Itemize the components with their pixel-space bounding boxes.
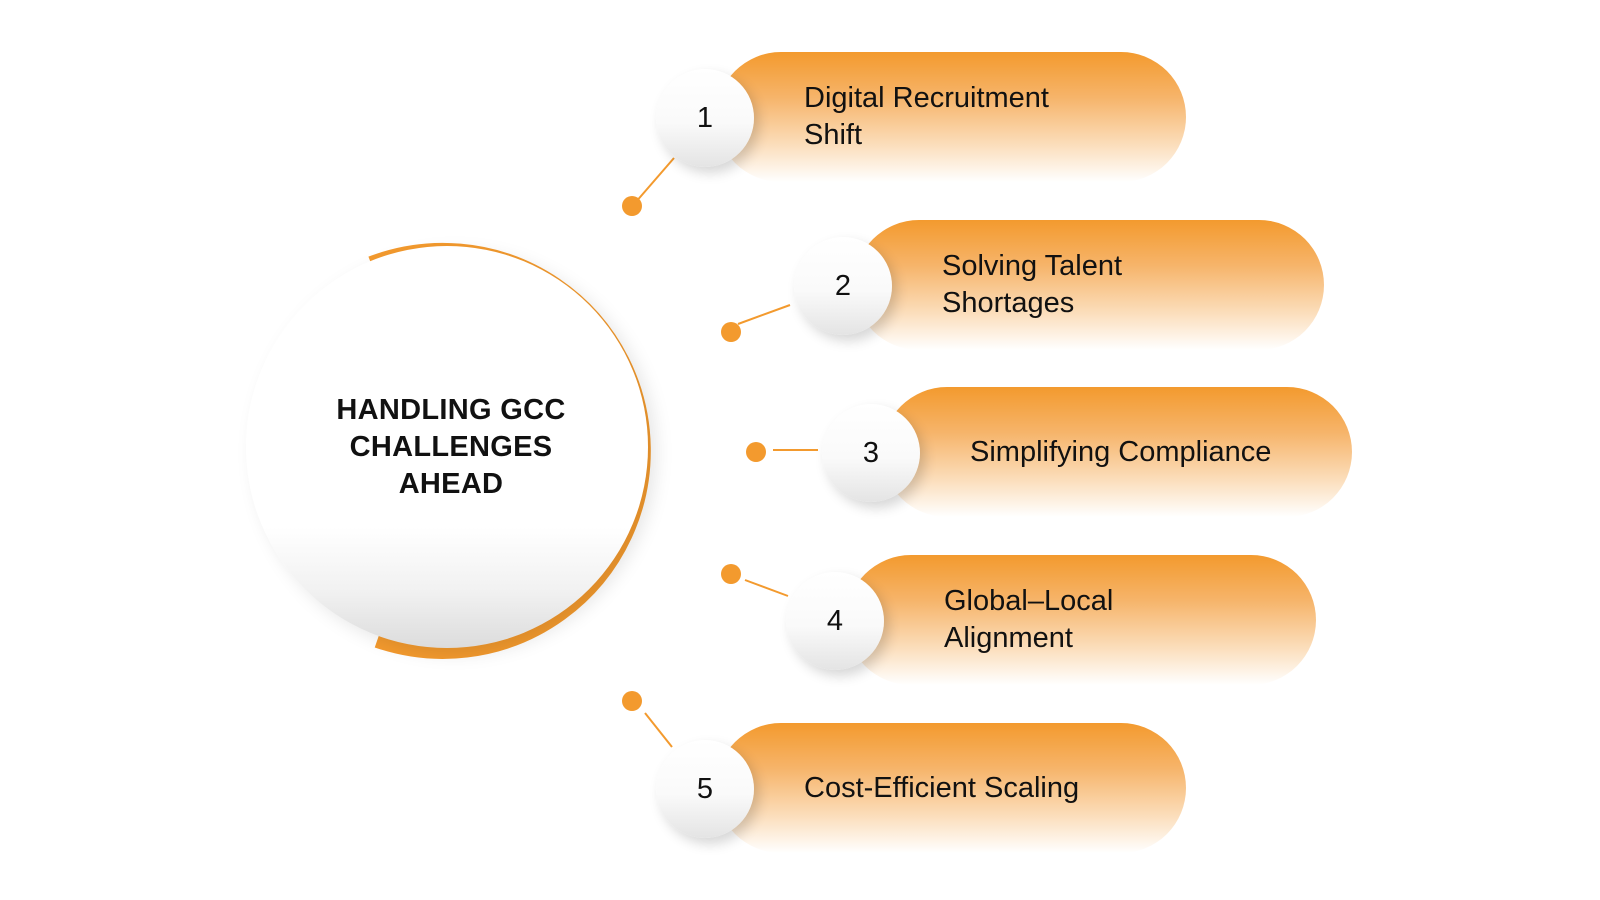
challenge-label-4: Global–Local Alignment <box>944 585 1114 654</box>
connector-dot-2 <box>721 322 741 342</box>
challenge-number-badge-5: 5 <box>656 740 754 838</box>
challenge-pill-5 <box>716 723 1186 853</box>
challenge-number-badge-3: 3 <box>822 404 920 502</box>
challenge-label-3: Simplifying Compliance <box>970 435 1272 468</box>
connector-dot-1 <box>622 196 642 216</box>
connector-dot-4 <box>721 564 741 584</box>
connector-line-5 <box>644 712 673 748</box>
challenge-pill-4 <box>846 555 1316 685</box>
challenge-label-2: Solving Talent Shortages <box>942 250 1123 319</box>
connector-dot-5 <box>622 691 642 711</box>
challenge-number-badge-4: 4 <box>786 572 884 670</box>
challenge-item-5: 5 Cost-Efficient Scaling <box>656 723 1186 853</box>
challenge-pill-1 <box>716 52 1186 182</box>
challenge-pill-2 <box>854 220 1324 350</box>
challenge-number-badge-1: 1 <box>656 69 754 167</box>
challenge-pill-3 <box>882 387 1352 517</box>
challenge-item-2: 2 Solving Talent Shortages <box>794 220 1324 350</box>
challenge-item-4: 4 Global–Local Alignment <box>786 555 1316 685</box>
challenge-number-badge-2: 2 <box>794 237 892 335</box>
connector-line-2 <box>737 304 791 325</box>
challenge-item-3: 3 Simplifying Compliance <box>822 387 1352 517</box>
challenge-label-1: Digital Recruitment Shift <box>804 82 1049 151</box>
challenge-item-1: 1 Digital Recruitment Shift <box>656 52 1186 182</box>
connector-line-1 <box>634 157 675 204</box>
connector-line-4 <box>744 579 789 597</box>
hub-title: HANDLING GCC CHALLENGES AHEAD <box>336 393 566 500</box>
hub-circle: HANDLING GCC CHALLENGES AHEAD <box>246 246 648 648</box>
challenge-label-5: Cost-Efficient Scaling <box>804 771 1080 804</box>
connector-dot-3 <box>746 442 766 462</box>
